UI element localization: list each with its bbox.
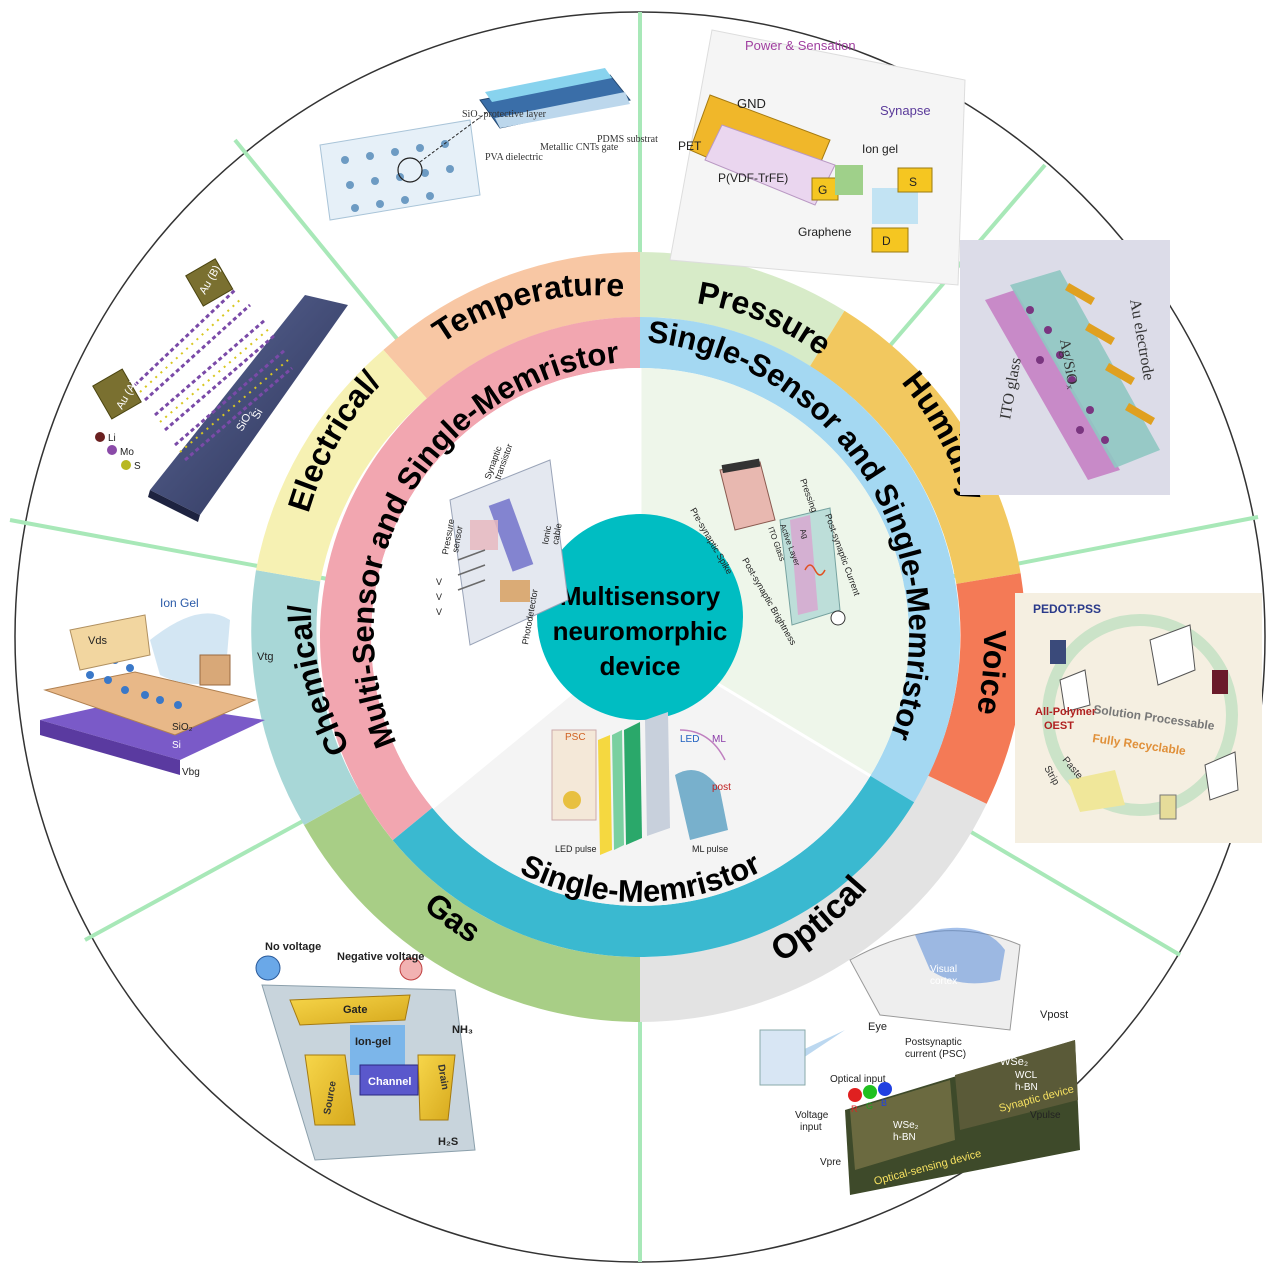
cb-label-led: LED (680, 734, 699, 745)
optical-label-psc-2: current (PSC) (905, 1049, 966, 1060)
temp-label-pdms: PDMS substrat (597, 134, 658, 145)
cb-label-ml: ML (712, 734, 726, 745)
optical-label-r: R (851, 1104, 858, 1114)
memristor-ring (320, 317, 961, 958)
gas-label-no-voltage: No voltage (265, 941, 321, 953)
cl-label-sensor: sensor (450, 525, 465, 553)
panel-optical: Visual cortex Eye Postsynaptic current (… (759, 927, 1080, 1195)
optical-label-vpost: Vpost (1040, 1009, 1068, 1021)
pressure-label-gnd: GND (737, 96, 766, 111)
chemical-label-sio2: SiO₂ (172, 722, 193, 733)
chemical-label-si: Si (172, 740, 181, 751)
panel-gas: No voltage Negative voltage Gate Ion-gel… (255, 941, 476, 1161)
electrical-pad-a (92, 368, 142, 420)
gas-gate-pad (289, 994, 411, 1026)
pressure-label-iongel: Ion gel (862, 142, 898, 156)
optical-label-b: B (881, 1098, 887, 1108)
sector-single-sensor[interactable] (640, 317, 961, 803)
sensor-ring (251, 251, 1026, 1022)
voice-label-pedot: PEDOT:PSS (1033, 602, 1101, 616)
optical-label-vpulse: Vpulse (1030, 1110, 1061, 1121)
optical-label-wse2-bottom: WSe₂ (893, 1120, 919, 1131)
optical-label-input: input (800, 1122, 822, 1133)
chemical-label-vbg: Vbg (182, 767, 200, 778)
sector-chemical[interactable] (251, 570, 361, 825)
pressure-label-pvdf: P(VDF-TrFE) (718, 171, 788, 185)
gas-label-drain: Drain (435, 1064, 450, 1091)
sector-temperature[interactable] (383, 251, 640, 399)
inner-multi-sensor-figure: Synaptic transistor Pressure sensor Ioni… (436, 442, 569, 646)
optical-label-hbn-bottom: h-BN (893, 1132, 916, 1143)
panel-chemical: Ion Gel Vds Vtg SiO₂ Si Vbg (40, 596, 274, 778)
inner-single-memristor-figure: PSC LED ML post LED pulse ML pulse (551, 712, 731, 855)
optical-label-eye: Eye (868, 1021, 887, 1033)
optical-label-voltage: Voltage (795, 1110, 829, 1121)
temp-label-cnt: Metallic CNTs gate (540, 142, 619, 153)
pressure-label-d: D (882, 234, 891, 248)
sector-optical[interactable] (640, 775, 987, 1022)
chemical-label-vtg: Vtg (257, 651, 274, 663)
pressure-label-pet: PET (678, 139, 702, 153)
electrical-label-li: Li (108, 433, 116, 444)
sector-pressure[interactable] (640, 252, 845, 367)
panel-pressure: Power & Sensation Synapse GND PET P(VDF-… (669, 29, 966, 286)
sector-humidity[interactable] (810, 310, 1021, 584)
gas-label-ion-gel: Ion-gel (355, 1036, 391, 1048)
pressure-label-synapse: Synapse (880, 103, 931, 118)
electrical-label-mo: Mo (120, 447, 134, 458)
pressure-label-graphene: Graphene (798, 225, 852, 239)
sector-voice[interactable] (928, 573, 1026, 804)
panel-electrical: Au (B) Au (A) SiO₂ Si Li Mo S (92, 258, 348, 522)
sector-single-memristor[interactable] (392, 775, 915, 958)
temp-label-pva: PVA dielectric (485, 152, 543, 163)
temp-label-sio2: SiO₂ protective layer (462, 109, 547, 120)
panel-voice: PEDOT:PSS All-Polymer OEST Solution Proc… (1015, 593, 1262, 843)
center-line-3: device (600, 651, 681, 681)
optical-label-hbn-top: h-BN (1015, 1082, 1038, 1093)
optical-label-cortex: cortex (930, 976, 957, 987)
label-voice: Voice (970, 630, 1013, 718)
optical-label-wse2-top: WSe₂ (1000, 1056, 1028, 1068)
electrical-label-s: S (134, 461, 141, 472)
pressure-label-power: Power & Sensation (745, 38, 856, 53)
cl-label-v2: V (436, 592, 442, 602)
gas-label-channel: Channel (368, 1076, 411, 1088)
sector-gas[interactable] (304, 793, 640, 1022)
cl-label-cable: cable (550, 522, 564, 545)
optical-label-g: G (866, 1101, 873, 1111)
center-line-2: neuromorphic (553, 616, 728, 646)
optical-label-wcl: WCL (1015, 1070, 1038, 1081)
cb-label-led-pulse: LED pulse (555, 844, 597, 854)
cl-label-ionic: Ionic (540, 524, 553, 545)
cl-label-v1: V (436, 577, 442, 587)
optical-label-optical-input: Optical input (830, 1074, 886, 1085)
optical-label-vpre: Vpre (820, 1157, 842, 1168)
chemical-label-ion-gel: Ion Gel (160, 596, 199, 610)
gas-label-h2s: H₂S (438, 1136, 458, 1148)
cr-label-ag: Ag (798, 528, 810, 540)
cb-label-psc: PSC (565, 732, 586, 743)
panel-humidity: ITO glass Au electrode Ag/SiOₓ (960, 240, 1170, 495)
pressure-label-s: S (909, 175, 917, 189)
cl-label-v3: V (436, 607, 442, 617)
center-line-1: Multisensory (560, 581, 721, 611)
sector-multi-sensor[interactable] (320, 317, 640, 841)
chemical-label-vds: Vds (88, 635, 107, 647)
gas-label-negative-voltage: Negative voltage (337, 951, 424, 963)
sector-electrical[interactable] (256, 349, 427, 582)
cb-label-ml-pulse: ML pulse (692, 844, 728, 854)
cb-label-post: post (712, 782, 731, 793)
center-hub[interactable] (537, 514, 743, 720)
panel-temperature: SiO₂ protective layer PVA dielectric Met… (319, 68, 658, 221)
optical-label-psc-1: Postsynaptic (905, 1037, 962, 1048)
gas-label-gate: Gate (343, 1004, 367, 1016)
voice-label-allpolymer: All-Polymer (1035, 706, 1097, 718)
pressure-label-g: G (818, 183, 827, 197)
voice-label-oest: OEST (1044, 720, 1074, 732)
electrical-pad-b (185, 258, 234, 307)
gas-label-nh3: NH₃ (452, 1024, 473, 1036)
optical-label-visual: Visual (930, 964, 957, 975)
